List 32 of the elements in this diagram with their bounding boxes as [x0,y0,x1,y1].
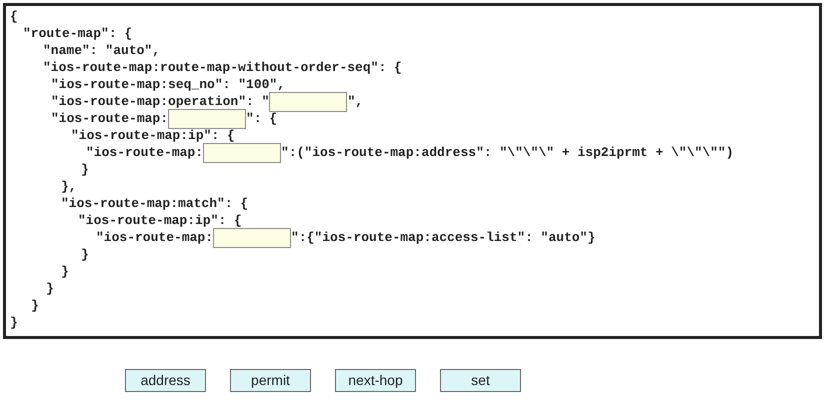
answer-option: next-hop [335,369,416,392]
code-text: "ios-route-map:ip": { [71,129,235,142]
code-text: } [61,265,69,278]
code-text: "ios-route-map: [51,112,168,125]
code-text: "ios-route-map:ip": { [78,214,242,227]
code-text: "ios-route-map: [96,231,214,244]
code-text: ", [347,95,364,108]
answer-blank [168,108,246,128]
answer-blank [213,228,292,248]
code-text: } [81,163,89,176]
answer-option: address [125,369,206,392]
answer-blank [269,92,348,112]
answer-option: permit [230,369,311,392]
code-text: ":{"ios-route-map:access-list": "auto"} [291,231,596,244]
code-text: ": { [246,112,278,125]
code-text: "ios-route-map:match": { [61,197,248,210]
code-text: } [46,282,54,295]
code-text: } [31,299,39,312]
code-panel [3,3,822,339]
code-text: }, [61,180,77,193]
code-text: "ios-route-map:route-map-without-order-seq": { [43,61,402,74]
code-text: "ios-route-map: [86,146,204,159]
code-text: "route-map": { [23,27,132,40]
answer-option: set [440,369,521,392]
code-text: "ios-route-map:seq_no": "100", [51,78,286,91]
code-text: "name": "auto", [43,44,160,57]
code-text: } [10,316,18,329]
code-text: ":("ios-route-map:address": "\"\"\" + isp2iprmt + \"\"\"") [281,146,734,159]
code-text: } [81,248,89,261]
answer-blank [203,142,282,162]
code-text: "ios-route-map:operation": " [51,95,270,108]
code-text: { [10,10,18,23]
